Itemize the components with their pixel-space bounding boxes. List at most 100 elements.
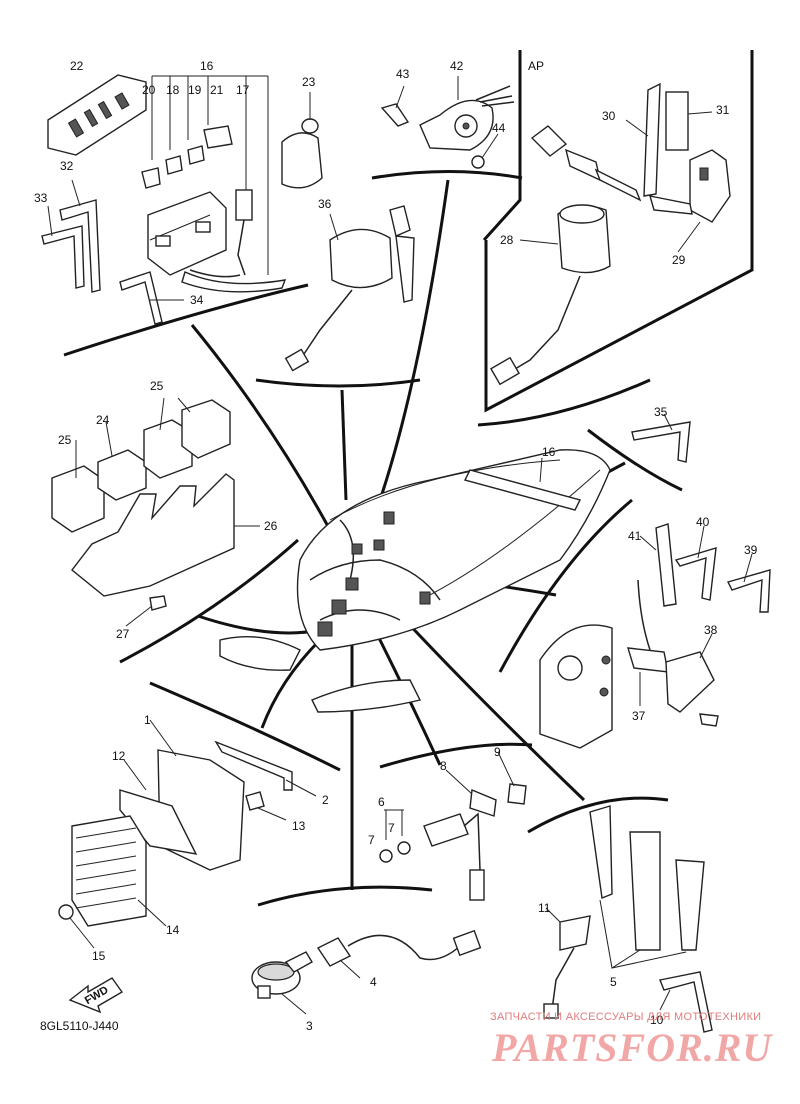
sensor-6[interactable]: [423, 813, 469, 847]
bracket-29[interactable]: [689, 149, 731, 223]
callout-30: 30: [602, 109, 616, 123]
coil-5a[interactable]: [589, 805, 613, 899]
band-33[interactable]: [41, 225, 85, 289]
screw-27[interactable]: [149, 595, 167, 611]
forward-arrow: FWD: [68, 977, 124, 1014]
callout-42: 42: [450, 59, 464, 73]
callout-16-top: 16: [200, 59, 214, 73]
collar-15[interactable]: [58, 904, 74, 920]
callout-20: 20: [142, 83, 156, 97]
relay-25-right[interactable]: [181, 399, 231, 459]
coil-5c[interactable]: [675, 859, 705, 951]
fuse-box[interactable]: [147, 191, 227, 276]
callout-18: 18: [166, 83, 180, 97]
callout-12: 12: [112, 749, 126, 763]
fuse-20[interactable]: [141, 167, 161, 189]
nut-44[interactable]: [471, 155, 485, 169]
callout-21: 21: [210, 83, 224, 97]
fuse-box-group: [41, 74, 287, 325]
fuse-18[interactable]: [165, 155, 183, 175]
sensor-bracket[interactable]: [539, 624, 613, 749]
callout-40: 40: [696, 515, 710, 529]
callout-34: 34: [190, 293, 204, 307]
callout-41: 41: [628, 529, 642, 543]
callout-29: 29: [672, 253, 686, 267]
callout-24: 24: [96, 413, 110, 427]
sensor-bracket-group: [539, 523, 771, 749]
dc-socket-28[interactable]: [490, 204, 611, 386]
fuse-19[interactable]: [187, 145, 205, 165]
sensor-8[interactable]: [469, 788, 497, 817]
fuse-21[interactable]: [203, 125, 233, 149]
callout-4: 4: [370, 975, 377, 989]
bolt-9[interactable]: [507, 783, 527, 805]
callout-6: 6: [378, 795, 385, 809]
handlebar-switch-42[interactable]: [419, 85, 515, 151]
speed-sensor-group: [379, 783, 527, 901]
band-34[interactable]: [119, 271, 163, 325]
callout-25-left: 25: [58, 433, 72, 447]
connector-17[interactable]: [235, 189, 253, 221]
callout-31: 31: [716, 103, 730, 117]
bolt-13[interactable]: [245, 791, 265, 811]
callout-numbers: 22 16 20 18 19 21 17 23 32 33 34 36 43 4…: [34, 59, 758, 1033]
callout-14: 14: [166, 923, 180, 937]
band-35[interactable]: [631, 421, 691, 463]
wire-11[interactable]: [559, 915, 591, 951]
band-40[interactable]: [674, 547, 717, 601]
relay-bracket-26[interactable]: [71, 473, 235, 597]
callout-36: 36: [318, 197, 332, 211]
band-39[interactable]: [726, 569, 771, 613]
callout-17: 17: [236, 83, 250, 97]
callout-3: 3: [306, 1019, 313, 1033]
callout-22: 22: [70, 59, 84, 73]
callout-13: 13: [292, 819, 306, 833]
group-label-ap: AP: [528, 59, 544, 73]
fuse-cover-22[interactable]: [47, 74, 147, 156]
lead-wire-4[interactable]: [316, 929, 482, 967]
callout-38: 38: [704, 623, 718, 637]
cable-plug[interactable]: [530, 125, 568, 157]
main-switch-36[interactable]: [284, 205, 415, 372]
ap-group: [490, 82, 731, 386]
callout-32: 32: [60, 159, 74, 173]
bolt-43[interactable]: [380, 103, 410, 127]
callout-26: 26: [264, 519, 278, 533]
o-ring-7b[interactable]: [397, 841, 411, 855]
callout-43: 43: [396, 67, 410, 81]
coil-5b[interactable]: [629, 831, 661, 951]
drawing-code: 8GL5110-J440: [40, 1019, 119, 1033]
hull-and-harness: [219, 449, 611, 713]
coupler-cap-23[interactable]: [281, 118, 323, 189]
callout-16-mid: 16: [542, 445, 556, 459]
callout-8: 8: [440, 759, 447, 773]
band-32[interactable]: [59, 199, 101, 293]
band-2[interactable]: [214, 740, 293, 791]
callout-35: 35: [654, 405, 668, 419]
pressure-switch-group: [251, 929, 482, 999]
leader-lines: [47, 76, 753, 1015]
relay-24[interactable]: [97, 449, 147, 501]
callout-9: 9: [494, 745, 501, 759]
ignition-coil-group: [543, 805, 713, 1033]
electrical-box-group: [58, 740, 293, 927]
sensor-38[interactable]: [665, 651, 715, 713]
relay-25-left[interactable]: [51, 465, 105, 533]
band-10[interactable]: [659, 971, 713, 1033]
band-41[interactable]: [655, 523, 677, 607]
pressure-switch-3[interactable]: [251, 951, 313, 999]
callout-39: 39: [744, 543, 758, 557]
callout-27: 27: [116, 627, 130, 641]
bracket-12[interactable]: [119, 789, 198, 855]
relay-group: [51, 397, 235, 611]
rectifier-14[interactable]: [71, 815, 147, 927]
band-30[interactable]: [643, 82, 661, 197]
callout-19: 19: [188, 83, 202, 97]
relay-25-mid[interactable]: [143, 419, 193, 479]
o-ring-7a[interactable]: [379, 849, 393, 863]
sensor-lead-37[interactable]: [627, 647, 669, 673]
label-31: [665, 91, 689, 151]
watermark-tagline: ЗАПЧАСТИ И АКСЕССУАРЫ ДЛЯ МОТОТЕХНИКИ: [490, 1011, 762, 1023]
callout-10: 10: [650, 1013, 664, 1027]
callout-33: 33: [34, 191, 48, 205]
